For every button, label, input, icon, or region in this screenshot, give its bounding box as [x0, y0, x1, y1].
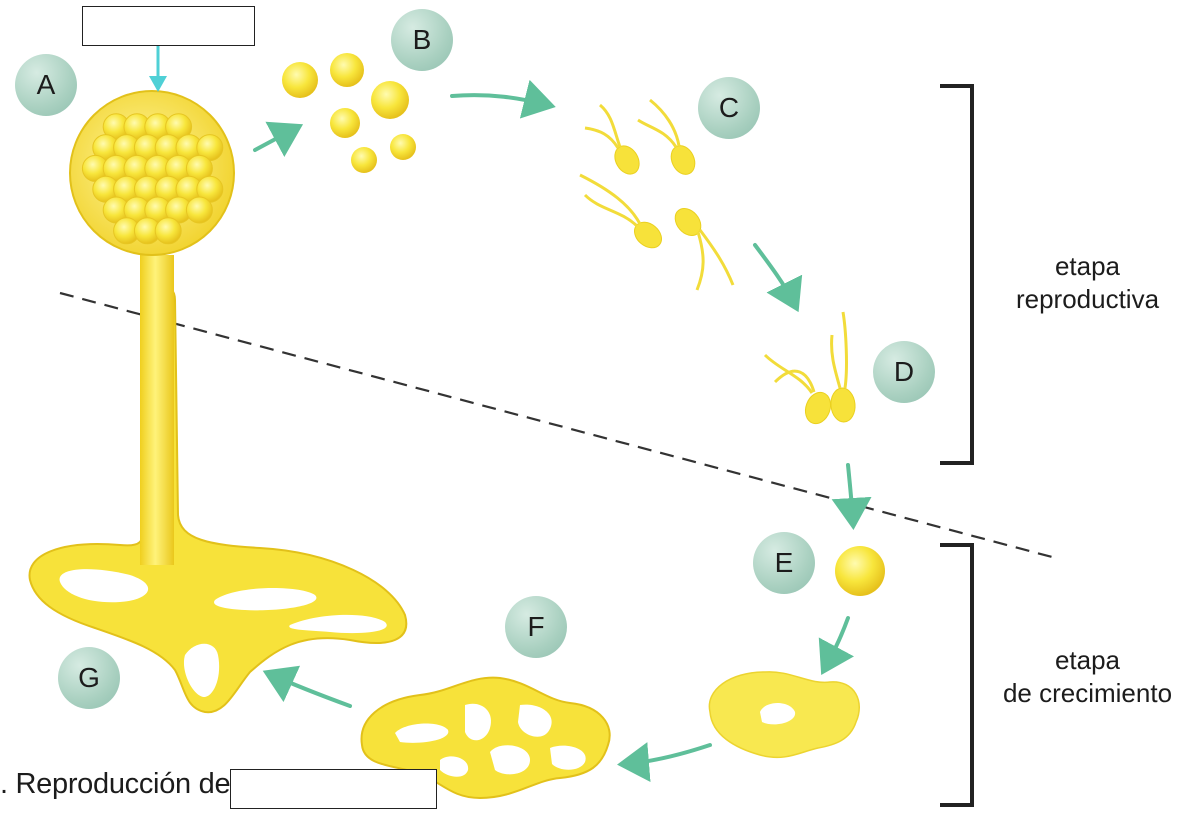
phase-separator-line: [59, 291, 1053, 559]
plasmodium-f: [360, 676, 611, 800]
label-growth-line2: de crecimiento: [1002, 678, 1173, 708]
answer-box-caption[interactable]: [230, 769, 437, 809]
label-reproductive-line1: etapa: [1054, 251, 1121, 281]
label-growth-line1: etapa: [1054, 645, 1121, 675]
badge-d: D: [873, 341, 935, 403]
label-growth-stage: etapa de crecimiento: [990, 644, 1185, 710]
zygote-e: [835, 546, 885, 596]
swarm-cells-c: [579, 98, 735, 291]
badge-e: E: [753, 532, 815, 594]
bracket-reproductive: [940, 84, 974, 465]
plasmodium-g: [28, 255, 408, 714]
cycle-arrows: [253, 79, 872, 783]
badge-b: B: [391, 9, 453, 71]
badge-g: G: [58, 647, 120, 709]
bracket-growth: [940, 543, 974, 807]
badge-f: F: [505, 596, 567, 658]
spores-b: [282, 53, 416, 173]
label-reproductive-line2: reproductiva: [1015, 284, 1160, 314]
sporangium-a: [69, 90, 235, 256]
gametes-d: [763, 311, 856, 425]
label-reproductive-stage: etapa reproductiva: [995, 250, 1180, 316]
figure-caption: . Reproducción de: [0, 768, 231, 800]
badge-c: C: [698, 77, 760, 139]
badge-a: A: [15, 54, 77, 116]
answer-box-top[interactable]: [82, 6, 255, 46]
spore: [185, 196, 213, 224]
spore: [154, 217, 182, 245]
